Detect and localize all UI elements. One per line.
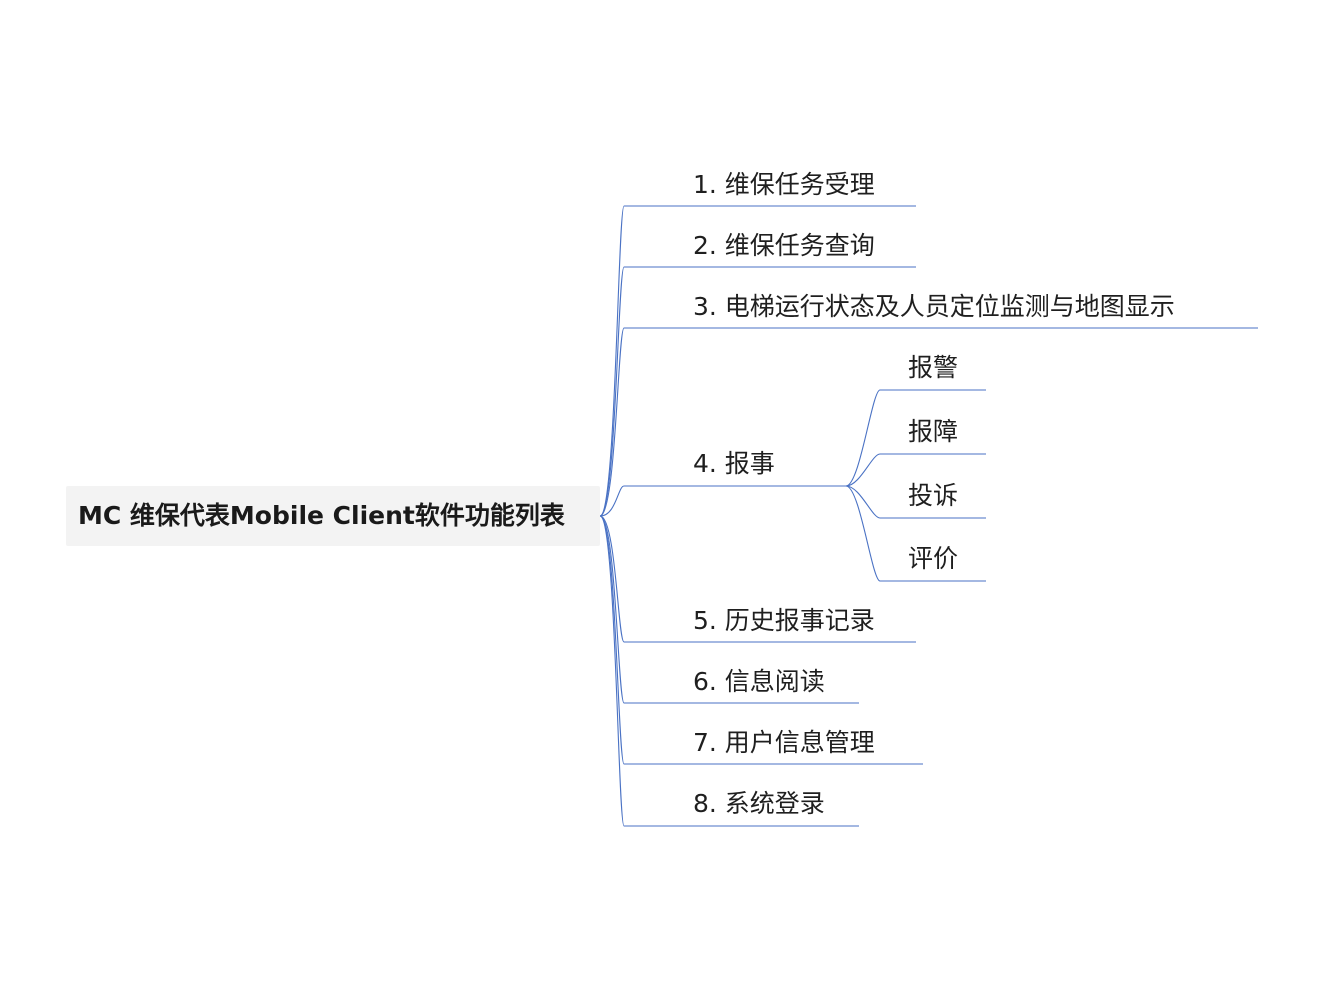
sub-line-complaint (845, 485, 986, 519)
branch-line-3 (599, 327, 1258, 517)
sub-node-fault-report-label[interactable]: 报障 (908, 417, 959, 446)
root-node-label: MC 维保代表Mobile Client软件功能列表 (78, 501, 565, 530)
branch-node-5-label[interactable]: 5. 历史报事记录 (693, 606, 875, 635)
branch-line-8 (599, 515, 859, 827)
branch-node-2-label[interactable]: 2. 维保任务查询 (693, 231, 875, 260)
sub-node-alarm-label[interactable]: 报警 (908, 353, 959, 382)
branch-line-2 (599, 266, 916, 517)
root-node[interactable] (66, 486, 600, 546)
branch-line-4 (599, 485, 846, 517)
branch-node-1-label[interactable]: 1. 维保任务受理 (693, 170, 875, 199)
branch-line-5 (599, 515, 916, 643)
branch-node-8-label[interactable]: 8. 系统登录 (693, 789, 825, 818)
branch-line-7 (599, 515, 923, 765)
branch-line-1 (599, 205, 916, 517)
branch-node-6-label[interactable]: 6. 信息阅读 (693, 667, 825, 696)
sub-node-evaluation-label[interactable]: 评价 (908, 544, 959, 573)
branch-line-6 (599, 515, 859, 704)
sub-line-evaluation (845, 485, 986, 582)
sub-line-fault-report (845, 453, 986, 487)
sub-node-complaint-label[interactable]: 投诉 (908, 481, 959, 510)
sub-line-alarm (845, 389, 986, 487)
branch-node-4-label[interactable]: 4. 报事 (693, 449, 775, 478)
branch-node-3-label[interactable]: 3. 电梯运行状态及人员定位监测与地图显示 (693, 292, 1175, 321)
branch-node-7-label[interactable]: 7. 用户信息管理 (693, 728, 875, 757)
